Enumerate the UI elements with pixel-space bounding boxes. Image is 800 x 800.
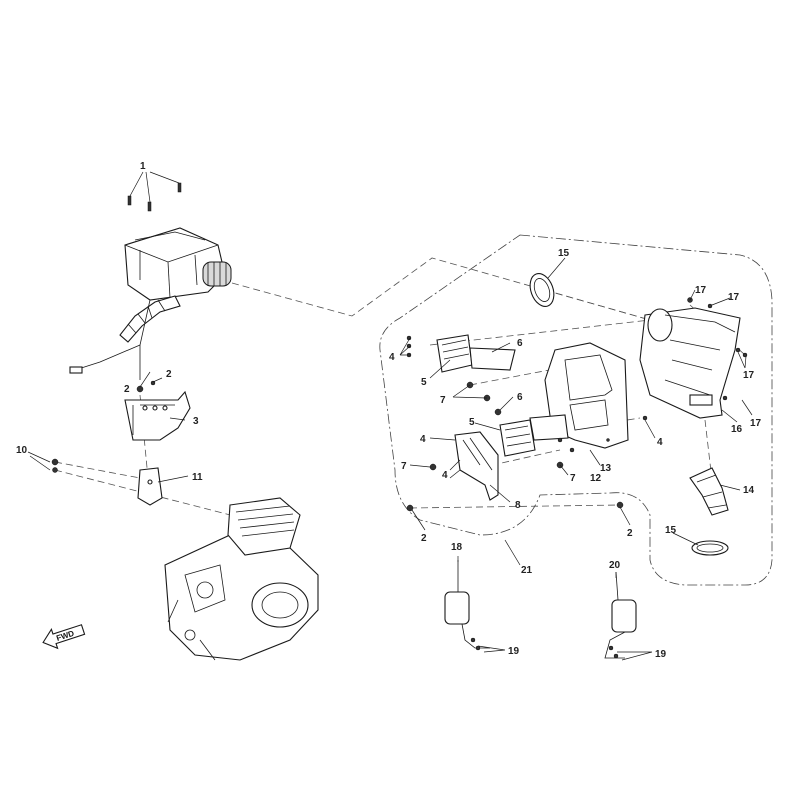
- callout-5: 5: [469, 417, 475, 428]
- air-duct-part-16: [639, 307, 741, 419]
- callout-2: 2: [627, 528, 633, 539]
- leader-lines: [27, 257, 753, 661]
- callout-10: 10: [16, 445, 28, 456]
- bracket-part-11: [137, 467, 163, 506]
- assembly-group-outline: [379, 234, 773, 586]
- callout-2: 2: [166, 369, 172, 380]
- callout-1: 1: [140, 161, 146, 172]
- callout-2: 2: [421, 533, 427, 544]
- callout-4: 4: [420, 434, 426, 445]
- callout-6: 6: [517, 338, 523, 349]
- cylinder-head: [227, 497, 301, 556]
- bracket-part-8: [454, 431, 499, 501]
- clamp-part-15-bottom: [691, 540, 729, 556]
- callout-20: 20: [609, 560, 621, 571]
- callout-19: 19: [655, 649, 667, 660]
- callout-11: 11: [192, 472, 203, 483]
- callout-18: 18: [451, 542, 463, 553]
- callout-15: 15: [665, 525, 677, 536]
- gasket-part-15-top: [529, 273, 555, 307]
- callout-21: 21: [521, 565, 533, 576]
- mirror-part-18: [444, 560, 490, 649]
- callout-19: 19: [508, 646, 520, 657]
- intake-boot-upper: [436, 334, 516, 373]
- callout-4: 4: [657, 437, 663, 448]
- callout-17: 17: [743, 370, 755, 381]
- callout-7: 7: [440, 395, 446, 406]
- callout-6: 6: [517, 392, 523, 403]
- airbox-assembly: [69, 227, 232, 380]
- callout-4: 4: [442, 470, 448, 481]
- drain-cap: [69, 366, 83, 374]
- callout-17: 17: [695, 285, 707, 296]
- callout-7: 7: [401, 461, 407, 472]
- callout-2: 2: [124, 384, 130, 395]
- callout-15: 15: [558, 248, 570, 259]
- callout-3: 3: [193, 416, 199, 427]
- mirror-part-20: [604, 571, 637, 659]
- callout-5: 5: [421, 377, 427, 388]
- callout-17: 17: [750, 418, 762, 429]
- callout-7: 7: [570, 473, 576, 484]
- hose-part-14: [689, 467, 729, 516]
- callout-14: 14: [743, 485, 755, 496]
- fasteners: [51, 297, 748, 659]
- callout-12: 12: [590, 473, 602, 484]
- callout-8: 8: [515, 500, 521, 511]
- engine: [164, 497, 319, 661]
- callout-13: 13: [600, 463, 612, 474]
- corrugated-hose: [119, 295, 181, 343]
- clutch-cover: [251, 582, 309, 628]
- bracket-part-3: [124, 390, 191, 441]
- callout-17: 17: [728, 292, 740, 303]
- bolts-part-1: [127, 171, 182, 212]
- callout-4: 4: [389, 352, 395, 363]
- fwd-marker: FWD: [42, 624, 86, 650]
- callout-16: 16: [731, 424, 743, 435]
- intake-snorkel: [202, 261, 232, 287]
- callout-labels: 1 2 2 2 2 3 4 4 4 4 5 5 6 6 7 7 7 8 10 1…: [16, 161, 762, 660]
- intake-boot-lower: [499, 414, 569, 457]
